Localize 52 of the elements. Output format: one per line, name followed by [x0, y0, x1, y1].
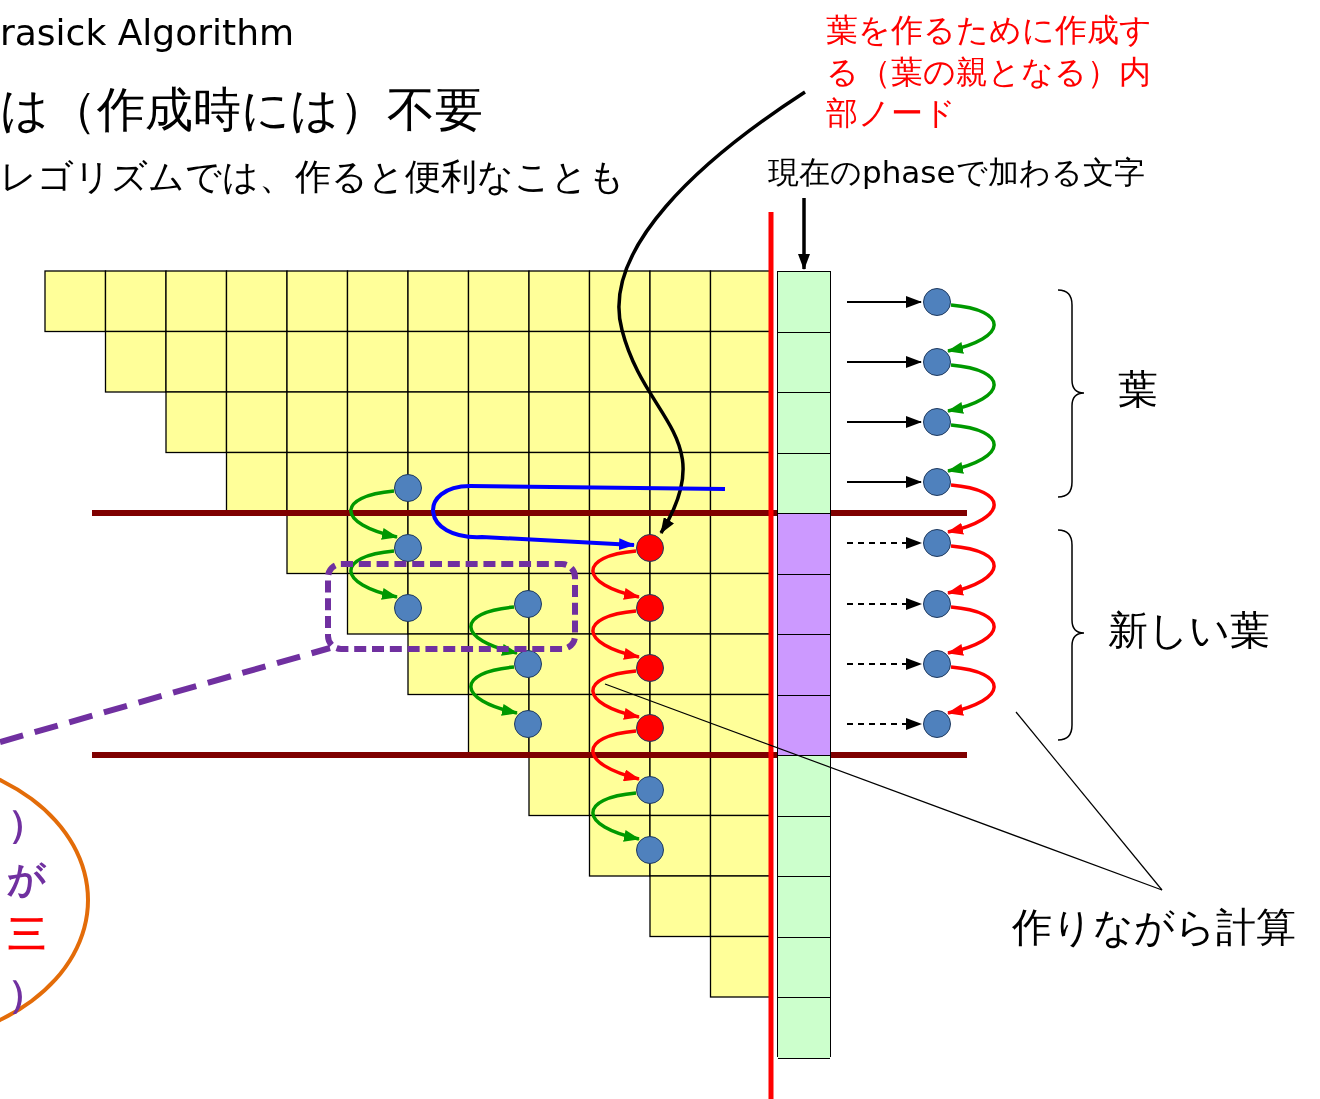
column-caption: 現在のphaseで加わる文字	[768, 152, 1145, 194]
arrow	[591, 549, 640, 600]
tree-node-circle	[923, 650, 951, 678]
arrow	[349, 489, 398, 540]
arrow	[469, 665, 518, 716]
heading-text: は（作成時には）不要	[0, 80, 483, 139]
arrow	[591, 669, 640, 720]
arrow	[947, 303, 996, 354]
tree-node-circle	[923, 710, 951, 738]
annotation-text: 作りながら計算	[1012, 900, 1296, 955]
arrow	[846, 718, 922, 730]
arrow	[947, 665, 996, 716]
callout-text: 三	[8, 911, 46, 958]
callout-text: 葉を作るために作成する（葉の親となる）内部ノード	[826, 10, 1156, 135]
group-label: 新しい葉	[1108, 606, 1270, 655]
tree-node-circle	[923, 529, 951, 557]
tree-node-circle	[923, 468, 951, 496]
leader-line	[1015, 711, 1163, 891]
tree-node-circle	[923, 288, 951, 316]
arrow	[947, 363, 996, 414]
leader-line	[604, 683, 1163, 891]
callout-text: ）	[8, 971, 46, 1018]
arrow	[846, 598, 922, 610]
dashed-box	[325, 561, 578, 652]
tree-node-circle	[923, 348, 951, 376]
arrow	[947, 483, 996, 534]
dashed-connector	[0, 645, 331, 745]
callout-text: が	[7, 856, 46, 903]
subheading-text: レゴリズムでは、作ると便利なことも	[0, 155, 625, 199]
arrow	[798, 198, 810, 270]
title-text: rasick Algorithm	[0, 12, 294, 53]
arrow	[431, 484, 726, 551]
arrow	[617, 90, 806, 534]
character-column	[777, 271, 831, 1057]
callout-text: ）	[8, 801, 46, 848]
arrow	[591, 729, 640, 781]
arrow	[591, 609, 640, 660]
arrow	[349, 549, 398, 600]
arrow	[947, 605, 996, 656]
arrow	[846, 476, 922, 488]
arrow	[846, 416, 922, 428]
tree-node-circle	[923, 408, 951, 436]
arrow	[846, 356, 922, 368]
arrow	[469, 605, 518, 656]
arrow	[947, 544, 996, 595]
arrow	[591, 791, 640, 842]
arrow	[846, 296, 922, 308]
arrow	[846, 658, 922, 670]
arrow	[947, 423, 996, 474]
tree-node-circle	[923, 590, 951, 618]
arrow	[846, 537, 922, 549]
group-label: 葉	[1118, 365, 1158, 414]
